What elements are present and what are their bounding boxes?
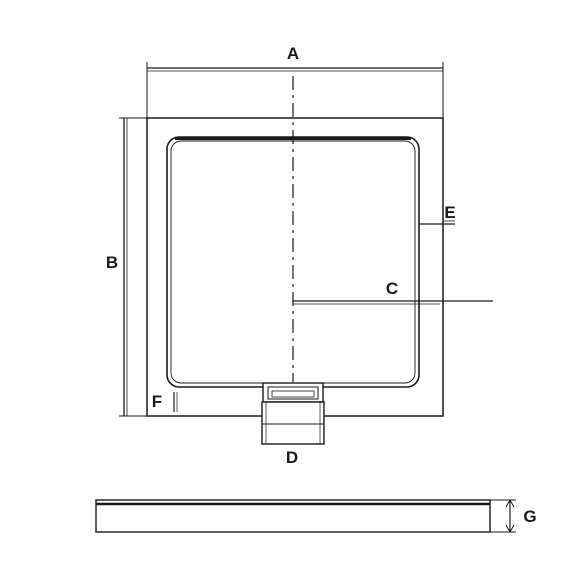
drain-waste-outlet [261, 382, 325, 445]
dimension-b [119, 117, 147, 417]
dimension-a [146, 62, 444, 118]
side-profile-view [95, 499, 491, 533]
label-g: G [523, 507, 536, 526]
label-f: F [152, 392, 162, 411]
label-c: C [386, 279, 398, 298]
label-a: A [287, 44, 299, 63]
dimension-c [293, 300, 493, 305]
dimension-g [490, 498, 516, 534]
tray-outer-edge [146, 117, 444, 417]
label-e: E [444, 203, 455, 222]
dimension-f [173, 392, 178, 412]
label-d: D [286, 448, 298, 467]
label-b: B [106, 253, 118, 272]
dimension-e [419, 220, 455, 225]
